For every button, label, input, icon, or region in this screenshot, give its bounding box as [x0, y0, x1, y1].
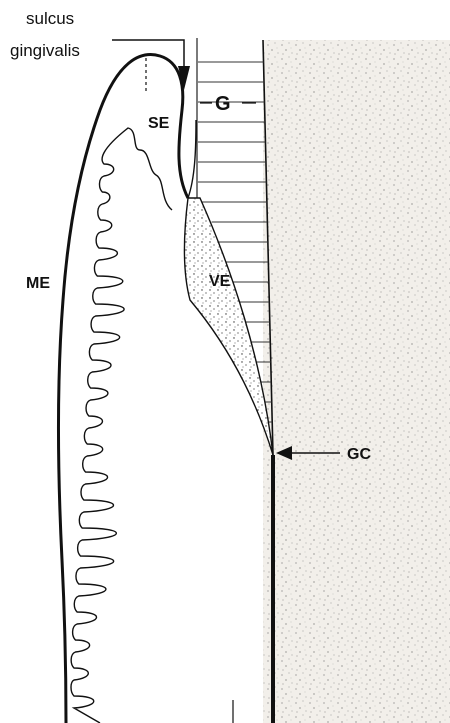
- sulcus-line: [188, 120, 196, 198]
- label-sulcus: sulcus: [26, 9, 74, 28]
- rete-ridges: [71, 128, 172, 723]
- label-gc: GC: [347, 446, 371, 463]
- label-g: G: [215, 93, 231, 115]
- label-gingivalis: gingivalis: [10, 41, 80, 60]
- tooth-area: [263, 40, 450, 723]
- junctional-epithelium: [185, 198, 274, 455]
- label-me: ME: [26, 275, 50, 292]
- label-se: SE: [148, 115, 170, 132]
- gingiva-outline: [58, 55, 188, 723]
- label-ve: VE: [209, 273, 231, 290]
